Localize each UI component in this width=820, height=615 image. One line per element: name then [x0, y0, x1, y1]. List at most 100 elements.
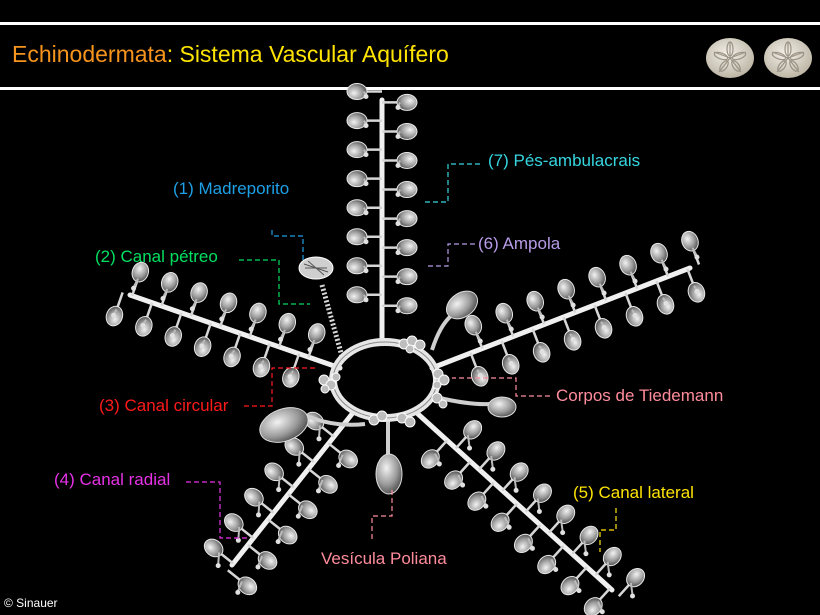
ampulla [318, 475, 338, 494]
label-pes-ambulacrais: (7) Pés-ambulacrais [488, 151, 641, 170]
tube-foot-tip [663, 300, 669, 306]
tube-foot-tip [460, 482, 466, 488]
image-credit: © Sinauer [4, 596, 58, 610]
ampulla [346, 170, 368, 188]
tube-foot-tip [199, 343, 205, 349]
tube-foot [250, 319, 257, 329]
radial-arms [105, 83, 706, 615]
tube-foot-tip [395, 221, 401, 227]
tube-foot-tip [363, 239, 369, 245]
tube-foot-tip [601, 290, 607, 296]
label-vesicula-poliana: Vesícula Poliana [321, 549, 447, 568]
label-madreporito: (1) Madreporito [173, 179, 290, 198]
tube-foot-tip [287, 374, 293, 380]
tube-foot-tip [576, 588, 582, 594]
ampulla [396, 152, 418, 169]
ampulla [224, 513, 244, 532]
ampulla [602, 546, 622, 567]
tube-foot-tip [436, 461, 442, 467]
polian-vesicles [259, 290, 517, 443]
tube-foot-tip [363, 94, 369, 100]
tube-foot-tip [363, 297, 369, 303]
ampulla [650, 242, 668, 264]
tube-foot [279, 329, 286, 339]
page-title: Echinodermata: Sistema Vascular Aquífero [12, 40, 449, 68]
ampulla [257, 551, 278, 570]
ampulla [219, 292, 238, 314]
tube-foot-tip [275, 539, 281, 545]
ampulla [681, 230, 699, 252]
tube-foot-tip [395, 279, 401, 285]
header-rule [0, 87, 820, 90]
tube-foot-tip [228, 353, 234, 359]
tube-foot [132, 278, 139, 288]
ampulla [346, 257, 368, 275]
tube-foot [217, 552, 221, 565]
tube-foot [513, 477, 518, 490]
tube-foot [466, 434, 471, 448]
ampulla [495, 302, 514, 324]
tube-foot-tip [583, 551, 589, 557]
tube-foot-tip [490, 466, 496, 472]
ampulla [277, 525, 298, 545]
tube-foot [237, 526, 241, 540]
radial-canal [229, 411, 355, 568]
tube-foot-tip [315, 488, 321, 494]
ampulla [396, 210, 418, 228]
ampulla [396, 297, 418, 315]
tube-foot [277, 476, 281, 489]
tube-foot-tip [219, 316, 225, 322]
tube-foot [317, 479, 324, 491]
madreporite-stone-canal [298, 256, 346, 361]
tube-foot-tip [539, 348, 545, 354]
title-separator: : [166, 41, 174, 67]
ampulla [556, 504, 576, 524]
tube-foot [162, 288, 169, 298]
tube-foot [309, 339, 316, 350]
tube-foot-tip [235, 589, 241, 595]
radial-canal [415, 411, 615, 593]
radial-canal [127, 292, 343, 371]
tube-foot-tip [483, 503, 489, 509]
tube-foot-tip [363, 210, 369, 216]
ampulla [509, 462, 529, 482]
ampulla [346, 141, 368, 159]
ampulla [396, 93, 418, 111]
tube-foot-tip [296, 461, 302, 467]
tube-foot [337, 454, 344, 465]
tube-foot [527, 537, 534, 548]
tube-foot-tip [606, 572, 612, 578]
ampulla [486, 441, 506, 461]
tube-foot [191, 298, 198, 309]
tube-foot-tip [169, 333, 175, 339]
label-corpos-tiedemann: Corpos de Tiedemann [556, 386, 724, 405]
tube-foot [560, 519, 564, 532]
ampulla [160, 272, 179, 293]
ampulla [203, 538, 224, 558]
tube-foot [606, 561, 611, 575]
ampulla [278, 312, 297, 334]
tube-foot [457, 474, 464, 485]
tube-foot-tip [307, 347, 313, 353]
ampulla [579, 525, 599, 546]
tube-foot [583, 540, 587, 553]
ampulla [190, 282, 208, 303]
ampulla [249, 302, 267, 324]
tube-foot-tip [395, 163, 401, 168]
ampulla [533, 483, 552, 503]
tube-foot-tip [694, 288, 700, 294]
tube-foot-tip [601, 324, 607, 330]
tube-foot [505, 319, 513, 329]
tube-foot-tip [395, 192, 401, 198]
ampulla [396, 122, 418, 140]
label-canal-radial: (4) Canal radial [54, 470, 171, 489]
ampulla [346, 112, 368, 130]
tube-foot-tip [363, 181, 369, 187]
tube-foot [536, 498, 541, 511]
sand-dollar-icon [764, 38, 812, 78]
tube-foot-tip [278, 336, 284, 342]
tube-foot-tip [506, 524, 512, 530]
tube-foot-tip [256, 512, 262, 518]
tube-foot [573, 580, 580, 591]
ampulla [626, 567, 646, 588]
